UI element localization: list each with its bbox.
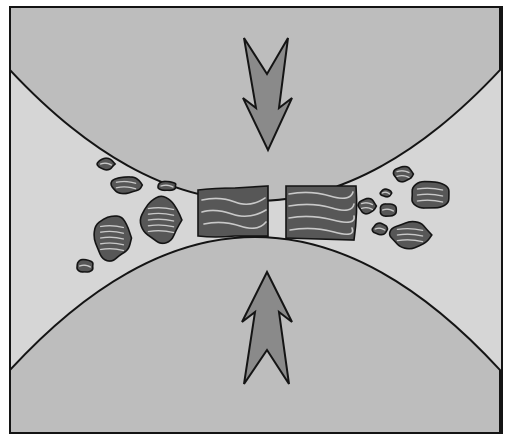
particle	[412, 182, 449, 208]
particle	[380, 204, 396, 216]
particle	[77, 260, 93, 272]
particle-body	[372, 223, 387, 235]
particle	[372, 223, 387, 235]
sheet-segment-left	[198, 186, 268, 237]
particle	[380, 189, 392, 197]
particle	[158, 181, 176, 190]
